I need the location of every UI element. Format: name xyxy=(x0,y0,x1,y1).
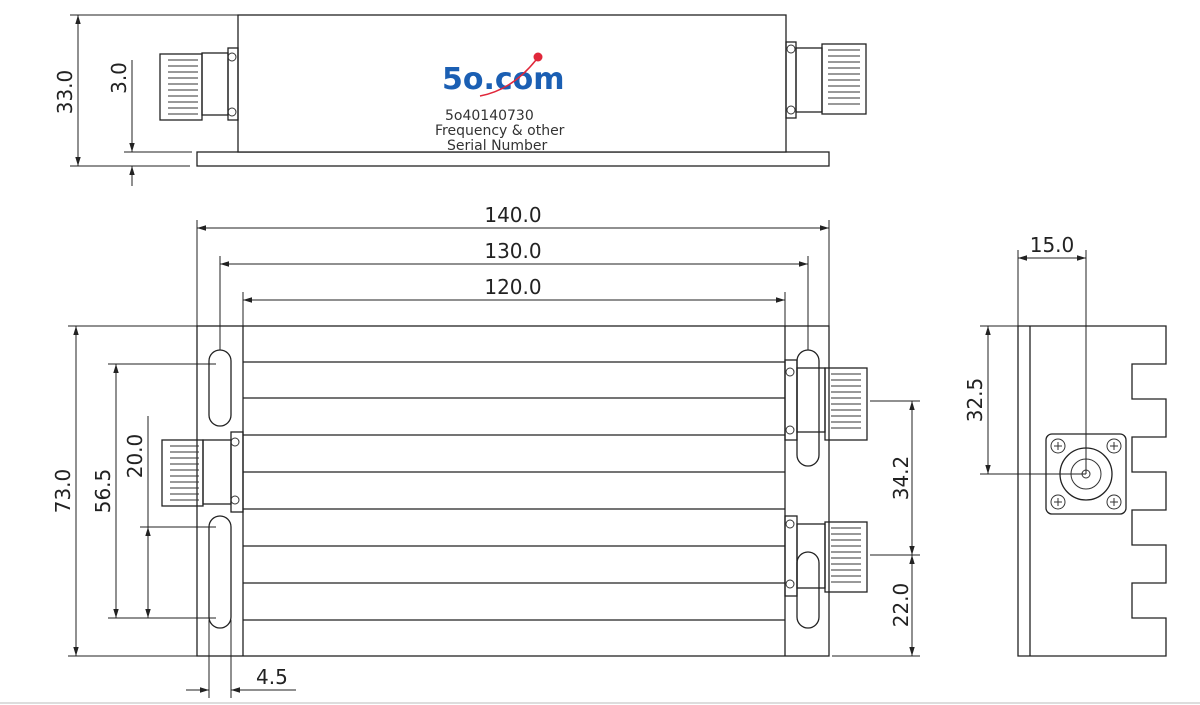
dim-slot-width: 4.5 xyxy=(186,620,296,698)
label-frequency: Frequency & other xyxy=(435,123,565,139)
dim-text-22: 22.0 xyxy=(889,583,913,628)
dim-text-3: 3.0 xyxy=(107,62,131,94)
dim-text-120: 120.0 xyxy=(484,275,541,299)
top-flange xyxy=(196,151,830,167)
dim-side-connector-offset: 15.0 xyxy=(1017,233,1087,474)
dim-hole-pitch: 130.0 xyxy=(219,239,809,350)
dim-output-offset: 22.0 xyxy=(832,555,920,657)
dim-text-34-2: 34.2 xyxy=(889,456,913,501)
top-right-connector xyxy=(785,41,867,119)
left-slot-lower xyxy=(208,515,232,629)
model-number: 5o40140730 xyxy=(445,108,534,124)
dim-text-15: 15.0 xyxy=(1030,233,1075,257)
dim-overall-width: 73.0 xyxy=(51,325,197,657)
top-view: 5o.com 5o40140730 Frequency & other Seri… xyxy=(53,14,867,186)
dim-text-130: 130.0 xyxy=(484,239,541,263)
logo-dot xyxy=(533,52,543,62)
top-left-connector xyxy=(159,47,239,121)
plan-output-connector-2 xyxy=(784,515,868,597)
dim-output-spacing: 34.2 xyxy=(870,400,920,556)
dim-side-connector-height: 32.5 xyxy=(963,325,1086,475)
brand-logo: 5o.com xyxy=(442,52,565,97)
cooling-fins xyxy=(243,361,785,621)
dim-hole-span: 56.5 xyxy=(91,363,216,619)
plan-output-connector-1 xyxy=(784,359,868,441)
side-view: 15.0 32.5 xyxy=(963,233,1167,657)
side-outline xyxy=(1017,325,1167,657)
dim-text-20: 20.0 xyxy=(123,434,147,479)
dim-overall-length: 140.0 xyxy=(196,203,830,326)
dim-input-offset: 20.0 xyxy=(123,416,216,618)
dim-text-4-5: 4.5 xyxy=(256,665,288,689)
dim-top-height: 33.0 xyxy=(53,14,238,167)
dim-text-56-5: 56.5 xyxy=(91,469,115,514)
logo-text: 5o.com xyxy=(442,62,565,97)
dim-text-32-5: 32.5 xyxy=(963,378,987,423)
plan-outline xyxy=(196,325,830,657)
plan-input-connector xyxy=(161,431,244,513)
dim-flange-thickness: 3.0 xyxy=(107,60,192,186)
dim-text-73: 73.0 xyxy=(51,469,75,514)
label-serial: Serial Number xyxy=(447,138,548,154)
plan-view: 140.0 130.0 120.0 73.0 56.5 xyxy=(51,203,920,698)
dim-body-length: 120.0 xyxy=(242,275,786,326)
dim-text-33: 33.0 xyxy=(53,70,77,115)
dim-text-140: 140.0 xyxy=(484,203,541,227)
